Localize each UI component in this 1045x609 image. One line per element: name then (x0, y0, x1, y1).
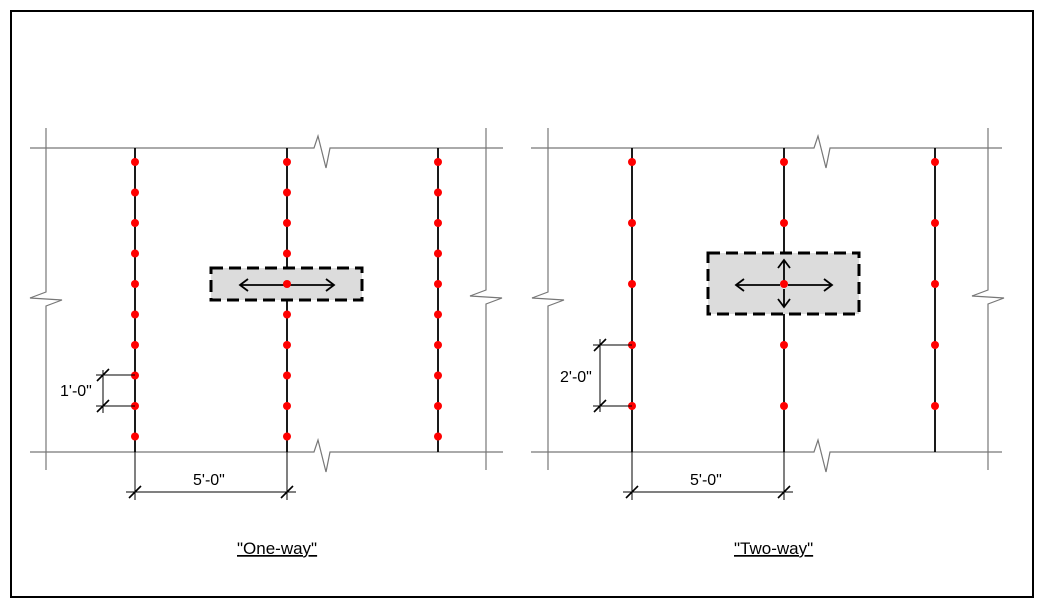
sample-point (283, 249, 291, 258)
sample-point (434, 432, 442, 441)
two-way-points (628, 158, 939, 410)
sample-point (131, 219, 139, 227)
sample-point (131, 249, 139, 258)
sample-point (131, 158, 139, 166)
sample-point (434, 219, 442, 227)
left-edge-line (29, 128, 63, 470)
top-edge-line (30, 133, 503, 169)
sample-point (283, 371, 291, 380)
top-edge-line (531, 133, 1002, 169)
sample-point (931, 280, 939, 288)
sample-point (283, 158, 291, 166)
sample-point (283, 280, 291, 288)
bottom-edge-line (531, 437, 1002, 473)
sample-point (283, 402, 291, 410)
sample-point (434, 158, 442, 166)
sample-point (131, 341, 139, 349)
up-arrow-icon (777, 258, 791, 281)
bottom-edge-line (30, 437, 503, 473)
span-label: 5'-0" (193, 472, 225, 489)
down-arrow-icon (777, 289, 791, 309)
sample-point (780, 219, 788, 227)
spacing-label: 1'-0" (60, 383, 92, 400)
sample-point (434, 280, 442, 288)
right-arrow-icon (290, 278, 336, 292)
sample-point (780, 341, 788, 349)
sample-point (434, 249, 442, 258)
sample-point (131, 280, 139, 288)
spacing-dimension: 1'-0" (60, 368, 135, 413)
sample-point (434, 188, 442, 197)
panel-caption: "Two-way" (734, 539, 813, 558)
sample-point (131, 432, 139, 441)
sample-point (931, 158, 939, 166)
sample-point (434, 341, 442, 349)
sample-point (131, 310, 139, 319)
sample-point (283, 219, 291, 227)
sample-point (780, 158, 788, 166)
sample-point (931, 341, 939, 349)
right-arrow-icon (788, 278, 834, 292)
spacing-label: 2'-0" (560, 369, 592, 386)
sample-point (283, 341, 291, 349)
sample-point (931, 402, 939, 410)
left-arrow-icon (734, 278, 780, 292)
outer-border (10, 10, 1034, 598)
span-dimension: 5'-0" (623, 452, 793, 500)
sample-point (131, 188, 139, 197)
left-edge-line (531, 128, 565, 470)
sample-point (283, 310, 291, 319)
span-dimension: 5'-0" (126, 452, 296, 500)
right-edge-line (971, 128, 1005, 470)
sample-point (780, 280, 788, 288)
panel-caption: "One-way" (237, 539, 317, 558)
sample-point (628, 158, 636, 166)
sample-point (780, 402, 788, 410)
sample-point (283, 432, 291, 441)
sample-point (628, 280, 636, 288)
sample-point (434, 310, 442, 319)
two-way-panel: 2'-0" 5'-0" "Two-way" (531, 128, 1005, 558)
span-label: 5'-0" (690, 472, 722, 489)
sample-point (434, 371, 442, 380)
sample-point (434, 402, 442, 410)
sample-point (283, 188, 291, 197)
one-way-panel: 1'-0" 5'-0" "One-way" (29, 128, 503, 558)
left-arrow-icon (238, 278, 284, 292)
sample-point (628, 219, 636, 227)
spacing-dimension: 2'-0" (560, 338, 632, 413)
sample-point (931, 219, 939, 227)
right-edge-line (469, 128, 503, 470)
one-way-points (131, 158, 442, 441)
